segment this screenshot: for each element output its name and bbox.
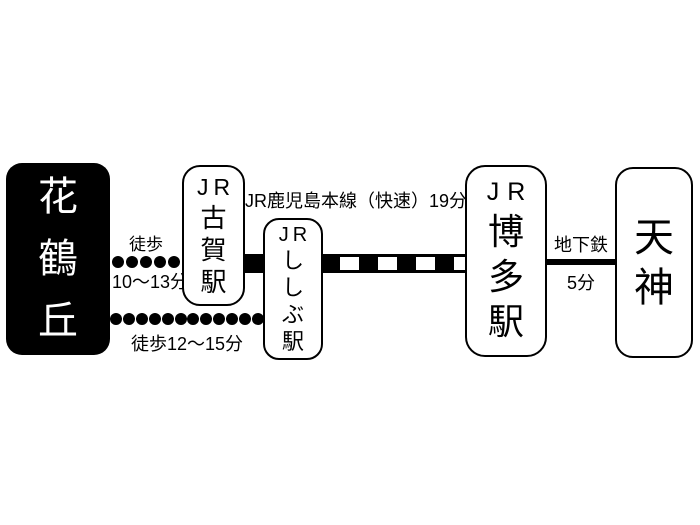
walk-dot [200, 313, 213, 325]
walk-dot [161, 313, 174, 325]
station-box-hakata: JR 博多駅 [465, 165, 547, 357]
koga-station-name: 古賀駅 [200, 202, 227, 297]
shishibu-station-name: ししぶ駅 [282, 247, 305, 354]
koga-jr-prefix: JR [196, 173, 236, 200]
walk-dot [213, 313, 226, 325]
origin-box-kazurugaoka: 花鶴丘 [6, 163, 110, 355]
walk-dot [122, 313, 135, 325]
walk1-duration: 10〜13分 [112, 272, 189, 292]
walk-dot [168, 256, 180, 268]
walk-dot [239, 313, 252, 325]
walk1-dotted-line [112, 256, 180, 268]
walk-dot [251, 313, 264, 325]
station-box-tenjin: 天神 [615, 167, 693, 358]
shishibu-jr-prefix: JR [278, 223, 312, 246]
walk2-duration: 徒歩12〜15分 [130, 334, 244, 354]
walk-dot [187, 313, 200, 325]
walk-dot [174, 313, 187, 325]
subway-duration: 5分 [566, 273, 595, 293]
subway-label: 地下鉄 [554, 235, 608, 255]
walk1-label: 徒歩 [129, 235, 163, 254]
station-box-shishibu: JR ししぶ駅 [263, 218, 323, 360]
walk-dot [112, 256, 124, 268]
walk-dot [148, 313, 161, 325]
walk-dot [140, 256, 152, 268]
walk2-dotted-line [110, 313, 264, 325]
subway-line-track [547, 259, 615, 265]
walk-dot [110, 313, 122, 325]
origin-name: 花鶴丘 [38, 175, 78, 343]
walk-dot [126, 256, 138, 268]
walk-dot [226, 313, 239, 325]
rail-line-label: JR鹿児島本線（快速）19分 [245, 191, 468, 211]
tenjin-name: 天神 [634, 215, 674, 310]
walk-dot [135, 313, 148, 325]
hakata-station-name: 博多駅 [488, 211, 525, 342]
station-box-koga: JR 古賀駅 [182, 165, 245, 306]
walk-dot [154, 256, 166, 268]
hakata-jr-prefix: JR [486, 178, 534, 206]
